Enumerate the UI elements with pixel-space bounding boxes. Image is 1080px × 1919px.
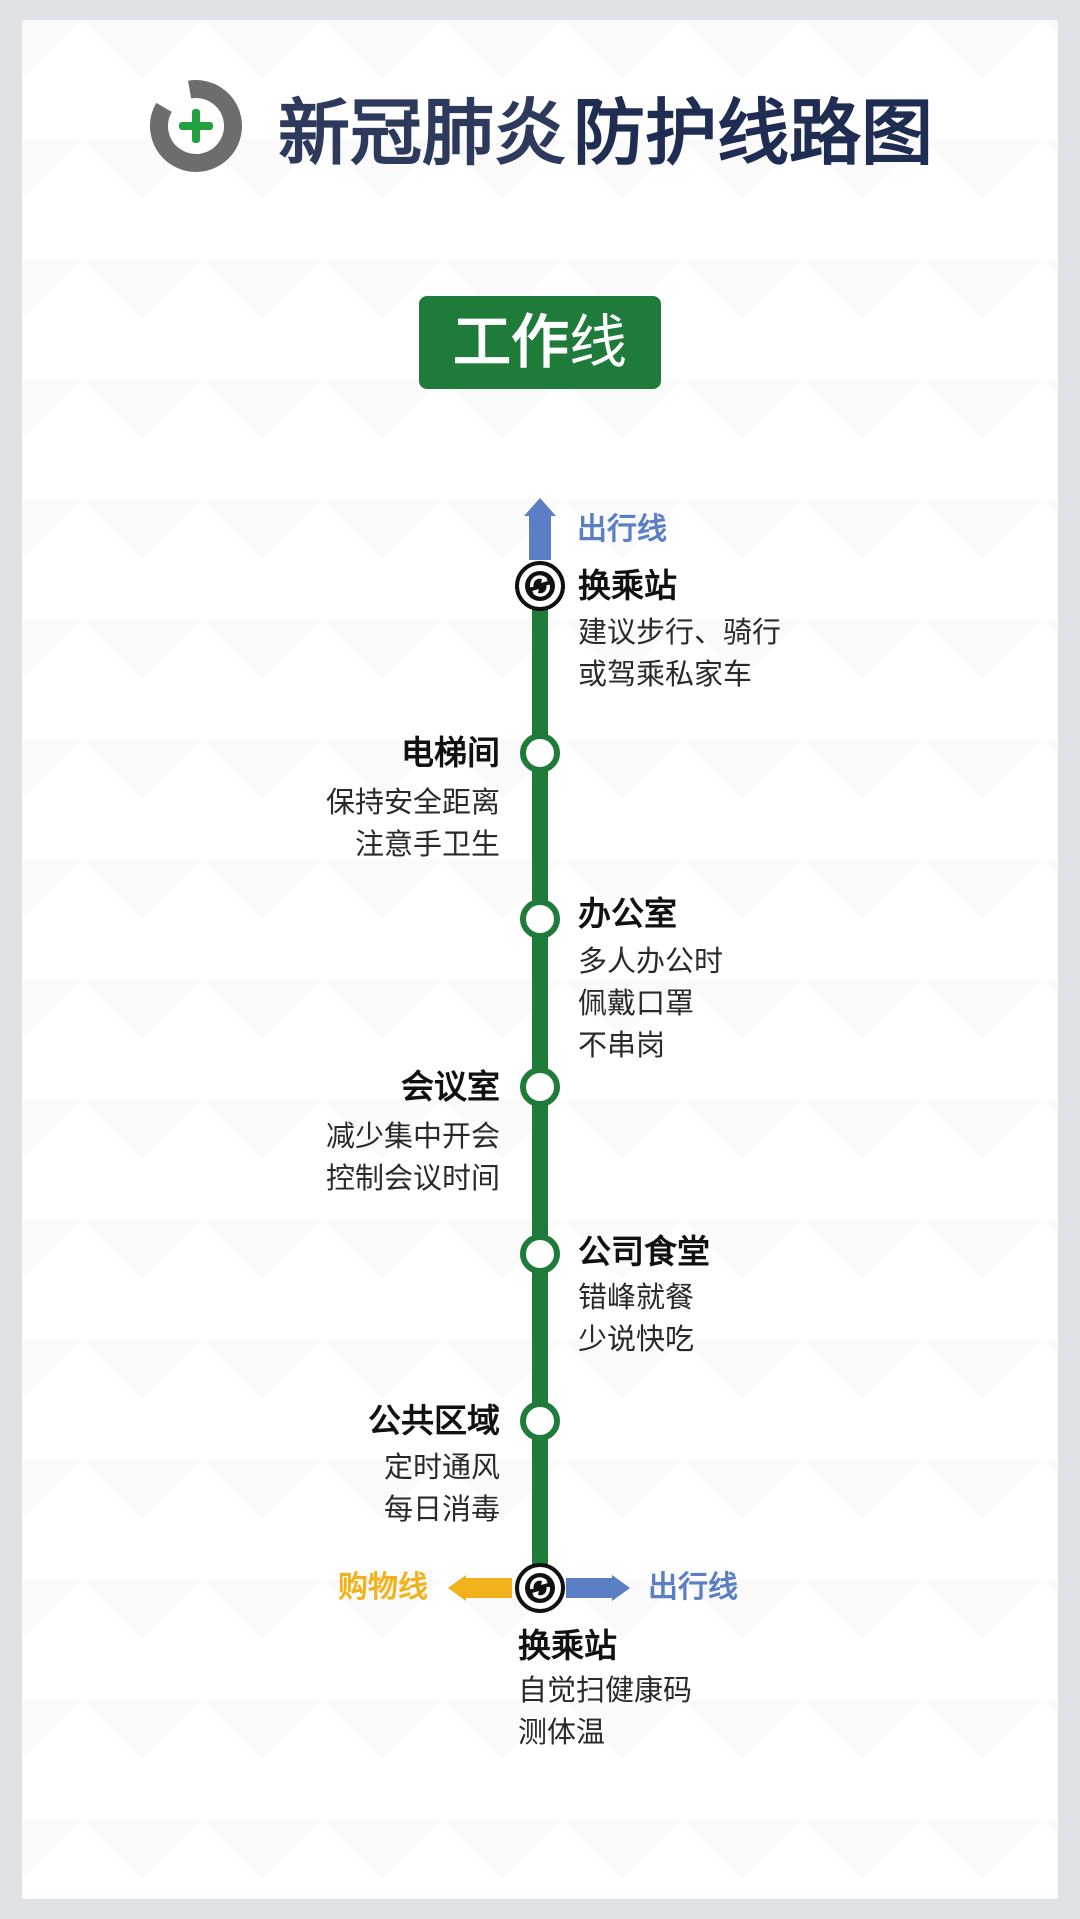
transfer-arrows-icon [515,561,565,611]
station-note: 建议步行、骑行 [578,615,782,649]
station-note: 不串岗 [578,1028,666,1062]
station-name: 公共区域 [368,1401,500,1440]
station-note: 多人办公时 [578,944,724,978]
station-dot [520,733,560,773]
plus-in-ring-icon [150,80,242,172]
line-badge: 工作线 [419,296,661,389]
station-note: 控制会议时间 [325,1161,500,1195]
line-badge-light: 线 [569,308,628,376]
transfer-arrows-icon [515,1563,565,1613]
travel-line-label: 出行线 [648,1570,738,1605]
station-name: 会议室 [401,1067,500,1106]
station-dot [520,1401,560,1441]
station-name: 换乘站 [518,1626,617,1665]
station-note: 每日消毒 [383,1492,500,1526]
line-badge-bold: 工作 [452,308,569,376]
title-bold: 防护线路图 [573,91,934,175]
station-note: 定时通风 [383,1450,500,1484]
top-direction-label: 出行线 [577,512,667,547]
station-note: 注意手卫生 [354,827,500,861]
station-name: 公司食堂 [578,1232,710,1271]
station-name: 换乘站 [578,566,677,605]
right-arrow-icon [566,1575,630,1601]
station-note: 佩戴口罩 [578,986,695,1020]
station-note: 错峰就餐 [578,1280,695,1314]
station-dot [520,899,560,939]
station-dot [520,1067,560,1107]
left-arrow-icon [448,1575,512,1601]
station-note: 少说快吃 [578,1322,695,1356]
station-note: 或驾乘私家车 [578,657,753,691]
title-regular: 新冠肺炎 [278,91,567,175]
station-dot [520,1234,560,1274]
station-name: 电梯间 [401,733,500,772]
shopping-line-label: 购物线 [338,1570,428,1605]
station-note: 自觉扫健康码 [518,1673,693,1707]
station-note: 测体温 [518,1715,606,1749]
up-arrow-icon [524,498,556,560]
station-note: 减少集中开会 [325,1119,500,1153]
station-name: 办公室 [578,894,677,933]
station-note: 保持安全距离 [325,785,500,819]
